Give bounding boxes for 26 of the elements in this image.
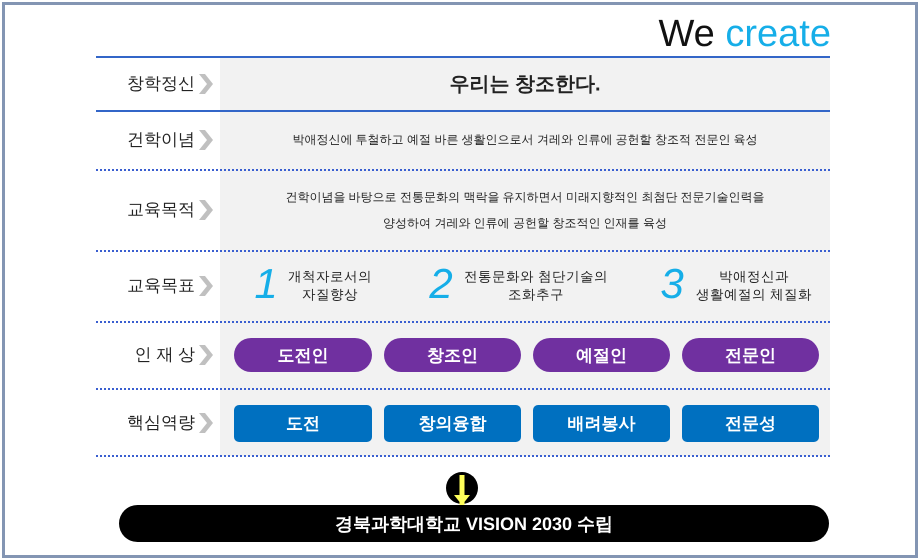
goal-number: 1 bbox=[254, 263, 278, 305]
row-heading: 창학정신 bbox=[127, 74, 195, 94]
statement-text: 박애정신에 투철하고 예절 바른 생활인으로서 겨레와 인류에 공헌할 창조적 전문인 육성 bbox=[292, 132, 758, 148]
title: We create bbox=[658, 14, 831, 56]
competency-box: 창의융합 bbox=[384, 405, 521, 442]
row-heading: 교육목표 bbox=[127, 276, 195, 296]
vision-banner: 경북과학대학교 VISION 2030 수립 bbox=[119, 505, 829, 542]
goal-text: 전통문화와 첨단기술의 조화추구 bbox=[463, 268, 609, 304]
row-heading: 핵심역량 bbox=[127, 412, 195, 434]
competency-box: 배려봉사 bbox=[533, 405, 670, 442]
competency-box: 도전 bbox=[234, 405, 372, 442]
motto-text: 우리는 창조한다. bbox=[449, 72, 601, 98]
row-heading: 인 재 상 bbox=[134, 344, 195, 366]
goal-number: 3 bbox=[660, 263, 684, 305]
row-heading: 건학이념 bbox=[127, 130, 195, 150]
ideal-talent-pill: 전문인 bbox=[682, 338, 819, 372]
ideal-talent-pill: 예절인 bbox=[533, 338, 670, 372]
arrow bbox=[454, 475, 470, 505]
goal-text: 박애정신과 생활예절의 체질화 bbox=[695, 268, 813, 304]
statement-text: 건학이념을 바탕으로 전통문화의 맥락을 유지하면서 미래지향적인 최첨단 전문기술인력을 양성하여 겨레와 인류에 공헌할 창조적인 인재를 육성 bbox=[285, 189, 765, 232]
row-heading: 교육목적 bbox=[127, 200, 195, 220]
competency-box: 전문성 bbox=[682, 405, 819, 442]
ideal-talent-pill: 도전인 bbox=[234, 338, 372, 372]
goal-number: 2 bbox=[429, 263, 453, 305]
goal-text: 개척자로서의 자질향상 bbox=[287, 268, 373, 304]
ideal-talent-pill: 창조인 bbox=[384, 338, 521, 372]
